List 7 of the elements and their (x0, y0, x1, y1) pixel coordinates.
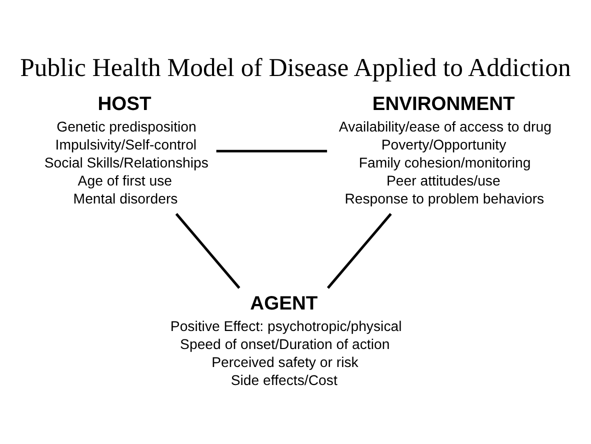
connector (216, 149, 328, 152)
node-text: AGENT Positive Effect: psychotropic/physical Speed of onset/Duration of action Perceived safety or risk Side effects/Cost (170, 292, 402, 388)
connector (326, 212, 392, 288)
connector (175, 212, 240, 288)
diagram-title: Public Health Model of Disease Applied to Addiction (20, 52, 571, 82)
node-text: ENVIRONMENT Availability/ease of access to drug Poverty/Opportunity Family cohesion/monitoring Peer attitudes/use Response to problem behaviors (338, 93, 552, 206)
node-text: HOST Genetic predisposition Impulsivity/Self-control Social Skills/Relationships Age of first use Mental disorders (44, 93, 208, 206)
